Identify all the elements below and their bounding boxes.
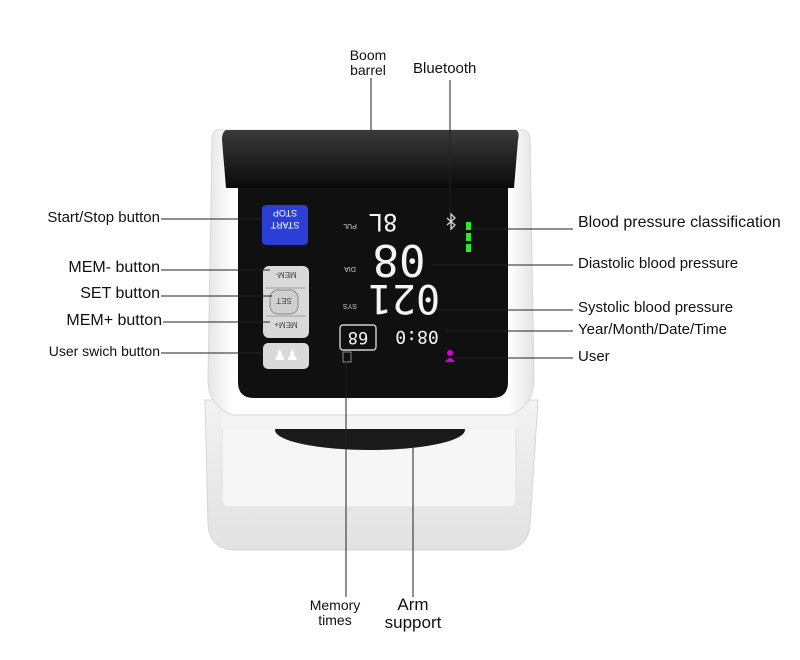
label-times: times xyxy=(318,611,352,628)
start-text: START xyxy=(270,220,300,230)
mem-plus-label: MEM+ xyxy=(274,320,298,329)
label-set: SET button xyxy=(80,285,160,302)
systolic-readout: 021 xyxy=(367,275,441,321)
start-stop-button[interactable] xyxy=(262,205,308,245)
dia-label: DIA xyxy=(344,265,356,272)
sys-label: SYS xyxy=(343,302,358,309)
start-stop-label: START STOP xyxy=(262,207,308,231)
label-user: User xyxy=(578,348,610,365)
lower-housing xyxy=(204,399,539,551)
set-button[interactable] xyxy=(269,289,299,315)
label-memory-times: Memory times xyxy=(300,598,370,627)
label-bp-classification: Blood pressure classification xyxy=(578,214,781,231)
user-switch-icons: ♟♟ xyxy=(273,347,299,363)
label-bluetooth: Bluetooth xyxy=(413,60,477,77)
pul-label: PUL xyxy=(343,222,357,229)
bp-classification-bar xyxy=(466,222,471,252)
label-mem-plus: MEM+ button xyxy=(66,312,162,329)
label-user-switch: User swich button xyxy=(48,343,160,359)
label-systolic: Systolic blood pressure xyxy=(578,299,734,316)
memory-icon xyxy=(342,351,352,363)
stop-text: STOP xyxy=(272,208,298,218)
label-boom: Boom xyxy=(349,47,387,63)
mem-minus-label: MEM- xyxy=(275,270,297,279)
pulse-readout: 8L xyxy=(368,208,398,236)
label-arm: Arm xyxy=(397,595,429,614)
user-switch-button[interactable] xyxy=(263,343,309,369)
label-boom-barrel: Boom barrel xyxy=(338,48,398,77)
label-datetime: Year/Month/Date/Time xyxy=(578,321,727,338)
memory-readout: 68 xyxy=(347,327,369,347)
leader-lines xyxy=(161,78,573,597)
label-arm-support: Arm support xyxy=(373,596,453,632)
memory-box xyxy=(339,324,377,351)
label-diastolic: Diastolic blood pressure xyxy=(578,255,739,272)
top-band xyxy=(222,130,519,188)
bluetooth-icon xyxy=(446,212,456,231)
label-mem-minus: MEM- button xyxy=(68,259,160,276)
label-barrel: barrel xyxy=(350,61,386,78)
user-icon xyxy=(445,350,455,362)
label-support: support xyxy=(384,612,442,632)
set-label: SET xyxy=(276,296,292,305)
label-start-stop: Start/Stop button xyxy=(47,209,160,226)
datetime-readout: 08:0 xyxy=(395,326,439,347)
label-memory: Memory xyxy=(309,597,361,613)
